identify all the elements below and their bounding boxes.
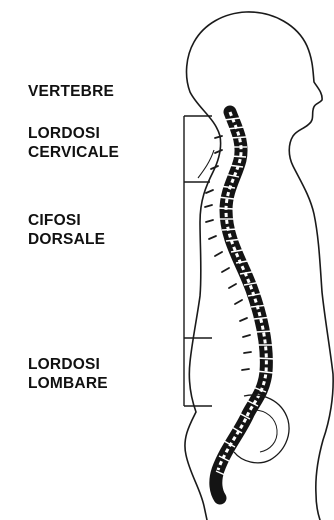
- region-bracket: [184, 116, 212, 406]
- spinous-processes: [205, 136, 251, 370]
- body-outline: [185, 12, 333, 520]
- pelvis-inner: [254, 410, 277, 452]
- spine-column: [216, 112, 267, 498]
